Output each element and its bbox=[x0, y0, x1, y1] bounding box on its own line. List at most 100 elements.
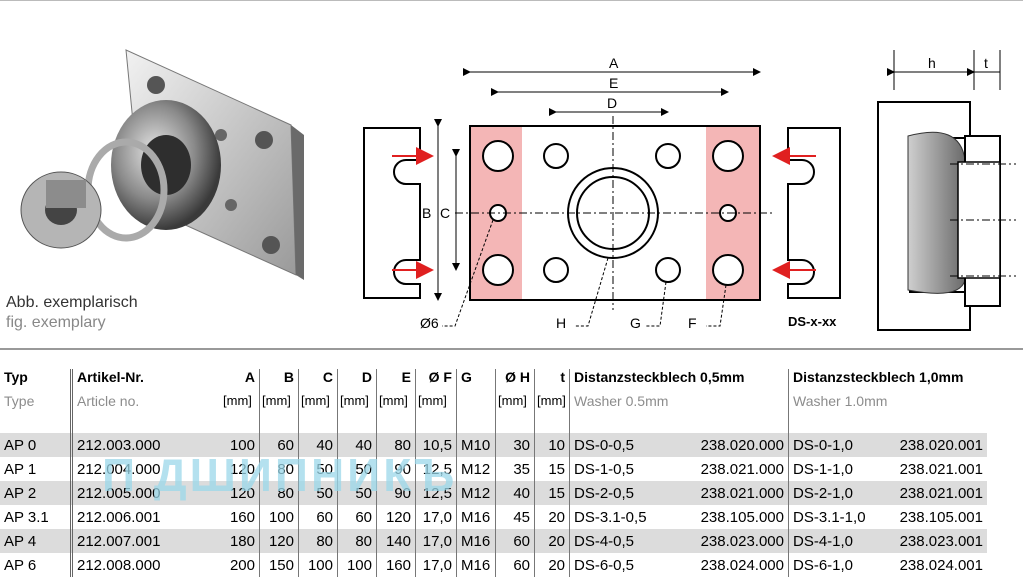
dim-d-label: D bbox=[607, 95, 617, 111]
table-cell: 238.020.001 bbox=[881, 433, 987, 457]
table-cell: 150 bbox=[259, 553, 299, 577]
unit-h: [mm] bbox=[495, 393, 535, 433]
table-cell: 212.007.001 bbox=[70, 529, 221, 553]
table-cell: 40 bbox=[298, 433, 338, 457]
dim-c-label: C bbox=[440, 205, 450, 221]
table-cell: 15 bbox=[534, 457, 570, 481]
header-h: Ø H bbox=[495, 369, 535, 393]
table-cell: 60 bbox=[298, 505, 338, 529]
header-type-en: Type bbox=[4, 393, 35, 409]
table-cell: DS-3.1-0,5 bbox=[569, 505, 673, 529]
unit-f: [mm] bbox=[415, 393, 457, 433]
table-cell: AP 2 bbox=[0, 481, 72, 505]
table-cell: AP 0 bbox=[0, 433, 72, 457]
table-cell: 212.008.000 bbox=[70, 553, 221, 577]
table-cell: M12 bbox=[456, 457, 496, 481]
unit-a: [mm] bbox=[223, 393, 252, 408]
dim-t-label: t bbox=[984, 55, 988, 71]
technical-drawing-side: h t bbox=[877, 50, 1016, 331]
table-cell: 212.003.000 bbox=[70, 433, 221, 457]
table-cell: M10 bbox=[456, 433, 496, 457]
table-cell: 50 bbox=[298, 481, 338, 505]
header-e: E bbox=[376, 369, 416, 393]
top-rule bbox=[0, 0, 1023, 1]
callout-phi6: Ø6 bbox=[420, 315, 439, 331]
unit-c: [mm] bbox=[298, 393, 338, 433]
technical-drawing-front: A E D B C Ø6 H G F DS-x-xx bbox=[363, 55, 841, 331]
table-cell: 212.004.000 bbox=[70, 457, 221, 481]
dim-b-label: B bbox=[422, 205, 431, 221]
table-cell: 80 bbox=[298, 529, 338, 553]
table-cell: 20 bbox=[534, 553, 570, 577]
table-cell: 238.024.000 bbox=[700, 556, 784, 574]
caption-german: Abb. exemplarisch bbox=[6, 294, 138, 311]
header-washer-10-en: Washer 1.0mm bbox=[788, 393, 987, 433]
table-cell: DS-3.1-1,0 bbox=[787, 505, 882, 529]
table-cell: M16 bbox=[456, 553, 496, 577]
table-cell: 120 bbox=[376, 505, 416, 529]
header-f: Ø F bbox=[415, 369, 457, 393]
table-cell: 30 bbox=[495, 433, 535, 457]
section-divider bbox=[0, 348, 1023, 350]
table-cell: M16 bbox=[456, 505, 496, 529]
table-cell: 100 bbox=[298, 553, 338, 577]
table-cell: 238.024.001 bbox=[899, 556, 983, 574]
header-row-en: Type Article no. [mm] [mm] [mm] [mm] [mm… bbox=[0, 393, 987, 433]
table-cell: 120 bbox=[229, 460, 255, 478]
table-cell: 80 bbox=[259, 457, 299, 481]
dim-e-label: E bbox=[609, 75, 618, 91]
table-cell: 17,0 bbox=[415, 505, 457, 529]
table-cell: 20 bbox=[534, 505, 570, 529]
header-c: C bbox=[298, 369, 338, 393]
table-cell: 120 bbox=[259, 529, 299, 553]
header-a: A bbox=[244, 369, 255, 385]
dim-a-label: A bbox=[609, 55, 619, 71]
table-cell: 238.021.000 bbox=[700, 460, 784, 478]
table-cell: AP 6 bbox=[4, 556, 37, 574]
table-cell: 238.105.001 bbox=[899, 508, 983, 526]
table-cell: 15 bbox=[534, 481, 570, 505]
table-cell: 90 bbox=[376, 481, 416, 505]
header-article: Artikel-Nr. bbox=[70, 369, 221, 393]
table-cell: 200 bbox=[229, 556, 255, 574]
header-t: t bbox=[534, 369, 570, 393]
table-cell: 40 bbox=[337, 433, 377, 457]
unit-d: [mm] bbox=[337, 393, 377, 433]
callout-h: H bbox=[556, 315, 566, 331]
table-cell: 80 bbox=[337, 529, 377, 553]
table-cell: 60 bbox=[495, 553, 535, 577]
table-cell: DS-6-0,5 bbox=[569, 553, 673, 577]
header-article-en: Article no. bbox=[70, 393, 221, 433]
callout-g: G bbox=[630, 315, 641, 331]
table-cell: 238.023.001 bbox=[881, 529, 987, 553]
table-cell: 238.021.000 bbox=[672, 481, 789, 505]
table-cell: 90 bbox=[376, 457, 416, 481]
table-cell: 60 bbox=[259, 433, 299, 457]
table-cell: 120 bbox=[221, 481, 260, 505]
header-typ: Typ bbox=[4, 369, 28, 385]
table-cell: DS-0-0,5 bbox=[569, 433, 673, 457]
caption-english: fig. exemplary bbox=[6, 314, 106, 331]
table-cell: 100 bbox=[259, 505, 299, 529]
table-cell: 60 bbox=[337, 505, 377, 529]
table-cell: 17,0 bbox=[415, 553, 457, 577]
table-cell: DS-6-1,0 bbox=[787, 553, 882, 577]
table-cell: 180 bbox=[221, 529, 260, 553]
table-cell: 40 bbox=[495, 481, 535, 505]
dim-h-label: h bbox=[928, 55, 936, 71]
header-washer-10: Distanzsteckblech 1,0mm bbox=[788, 369, 987, 393]
header-g: G bbox=[456, 369, 496, 393]
table-cell: 50 bbox=[298, 457, 338, 481]
table-cell: 238.020.000 bbox=[672, 433, 789, 457]
table-cell: 60 bbox=[495, 529, 535, 553]
table-cell: DS-1-0,5 bbox=[569, 457, 673, 481]
table-cell: DS-4-0,5 bbox=[569, 529, 673, 553]
table-cell: 238.021.001 bbox=[881, 481, 987, 505]
table-cell: AP 1 bbox=[4, 460, 37, 478]
table-cell: 212.005.000 bbox=[70, 481, 221, 505]
unit-b: [mm] bbox=[259, 393, 299, 433]
